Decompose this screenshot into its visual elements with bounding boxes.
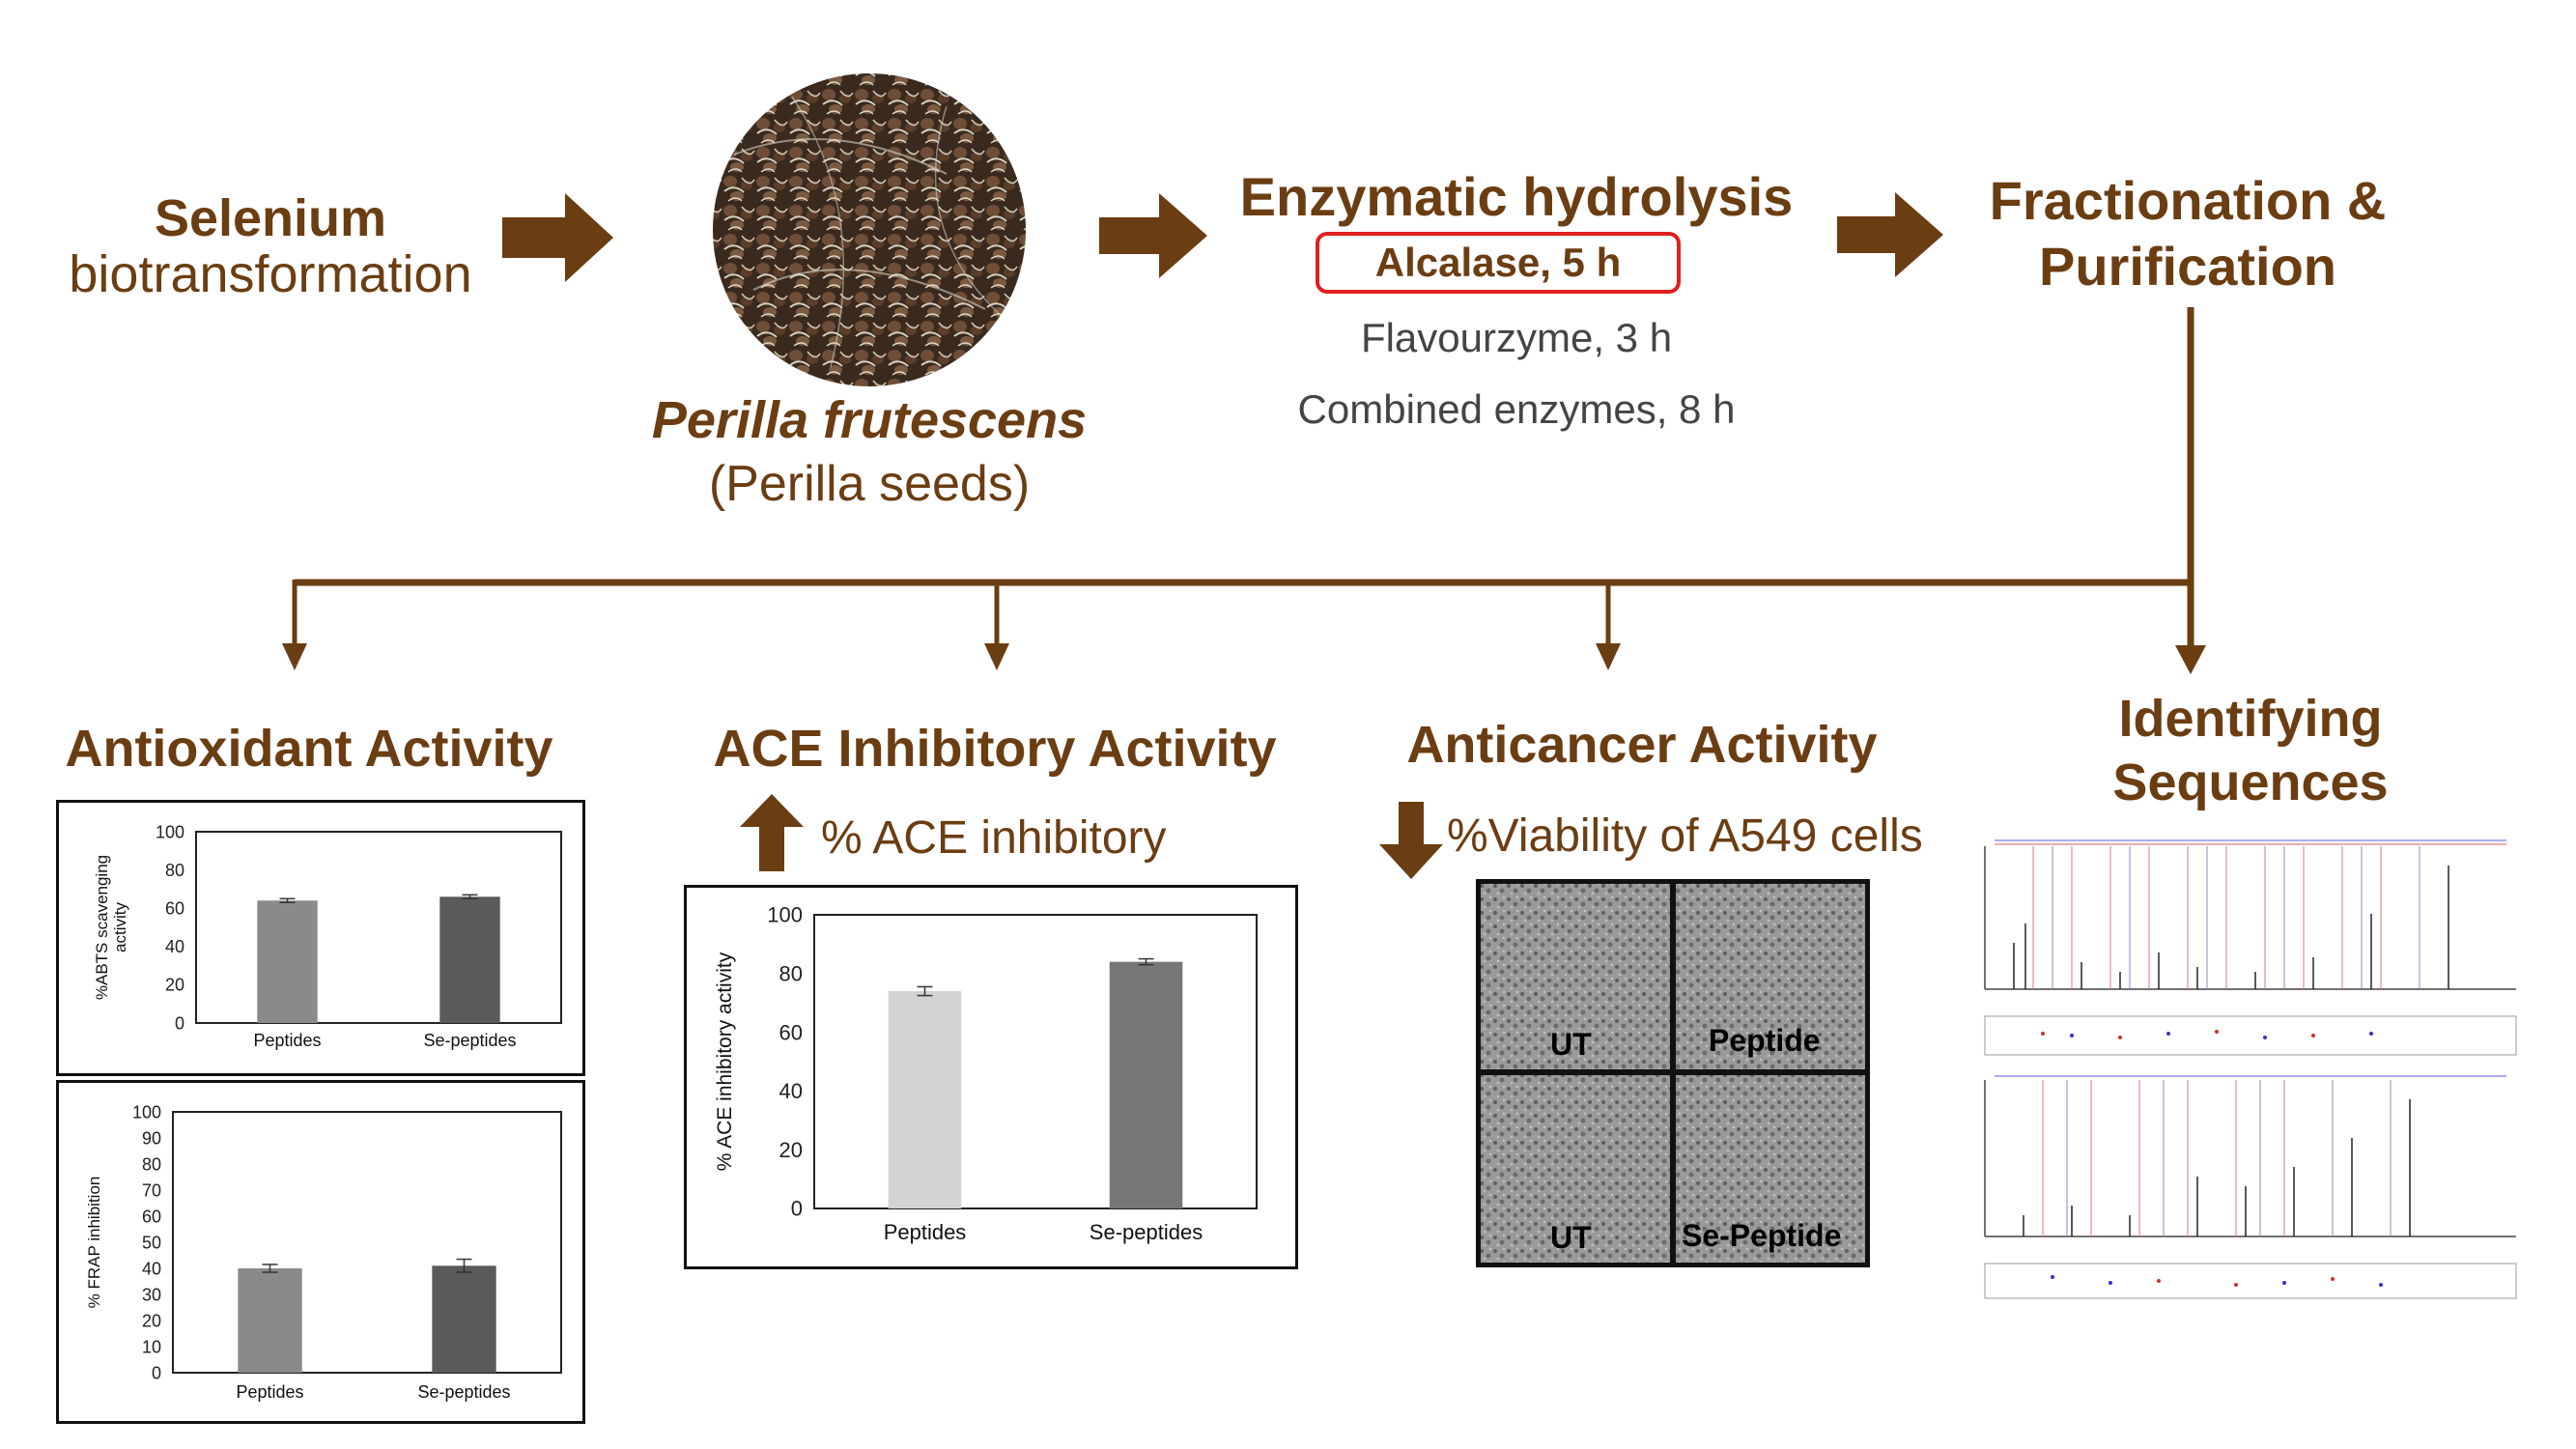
micrograph-ut-top: [1481, 884, 1670, 1069]
spectrum-1: [1984, 839, 2517, 1056]
y-tick-label: 10: [142, 1337, 161, 1356]
y-axis-label: % ACE inhibitory activity: [714, 952, 736, 1171]
error-bar: [917, 985, 933, 997]
error-bar: [462, 894, 478, 900]
ace-heading: ACE Inhibitory Activity: [713, 720, 1277, 778]
block-arrow-2: [1099, 193, 1207, 278]
anticancer-subtitle: %Viability of A549 cells: [1447, 810, 1923, 862]
mass-spectra: [1984, 839, 2517, 1299]
bar-peptides: [257, 900, 318, 1023]
y-tick-label: 20: [779, 1138, 803, 1162]
y-tick-label: 80: [779, 962, 803, 986]
y-tick-label: 90: [142, 1128, 161, 1148]
error-bar: [1138, 957, 1154, 966]
ace-subtitle: % ACE inhibitory: [821, 812, 1167, 864]
category-label: Peptides: [236, 1382, 303, 1402]
drop-arrowhead-1: [282, 643, 307, 670]
block-arrow-3: [1837, 192, 1943, 277]
biotransformation-label: biotransformation: [69, 245, 472, 303]
purification-label: Purification: [2038, 236, 2337, 297]
fractionation-label: Fractionation &: [1989, 170, 2387, 231]
y-tick-label: 0: [791, 1197, 803, 1221]
category-label: Se-peptides: [1090, 1220, 1203, 1244]
y-tick-label: 30: [142, 1285, 161, 1304]
drop-arrowhead-2: [984, 643, 1009, 670]
micro-label-ut-1: UT: [1550, 1027, 1592, 1062]
category-label: Peptides: [884, 1220, 967, 1244]
category-label: Se-peptides: [417, 1382, 510, 1402]
bar-se-peptides: [439, 896, 500, 1023]
y-tick-label: 60: [142, 1207, 161, 1226]
y-tick-label: 20: [142, 1311, 161, 1330]
y-tick-label: 80: [142, 1154, 161, 1174]
micrograph-ut-bottom: [1481, 1075, 1670, 1263]
spectrum-2: [1984, 1075, 2517, 1299]
y-axis-label: activity: [111, 902, 129, 952]
drop-arrowhead-4: [2175, 645, 2206, 674]
plot-area: [813, 914, 1258, 1209]
y-tick-label: 0: [175, 1013, 184, 1033]
error-bar: [262, 1264, 278, 1273]
enzyme-alcalase: Alcalase, 5 h: [1374, 240, 1622, 285]
y-tick-label: 50: [142, 1233, 161, 1252]
hydrolysis-title: Enzymatic hydrolysis: [1239, 166, 1794, 227]
plot-area: [172, 1111, 562, 1374]
y-tick-label: 60: [779, 1020, 803, 1044]
plot-area: [195, 831, 562, 1024]
y-tick-label: 40: [779, 1079, 803, 1103]
micrograph-peptide: [1676, 884, 1865, 1069]
increase-arrow-icon: [740, 794, 804, 871]
y-axis-label: %ABTS scavenging: [93, 855, 111, 1000]
y-tick-label: 80: [165, 861, 184, 880]
y-tick-label: 70: [142, 1180, 161, 1200]
enzyme-combined: Combined enzymes, 8 h: [1297, 386, 1736, 432]
y-tick-label: 40: [165, 937, 184, 956]
micro-label-se-peptide: Se-Peptide: [1682, 1218, 1842, 1253]
category-label: Se-peptides: [423, 1031, 516, 1050]
microscopy-texture: [1481, 884, 1865, 1263]
antioxidant-heading: Antioxidant Activity: [65, 720, 553, 778]
drop-arrowhead-3: [1596, 643, 1621, 670]
bar-peptides: [888, 991, 962, 1208]
bar-se-peptides: [432, 1265, 496, 1373]
identifying-label: Identifying: [2118, 690, 2383, 748]
micrograph-se-peptide: [1676, 1075, 1865, 1263]
y-tick-label: 0: [152, 1363, 161, 1382]
y-tick-label: 100: [156, 822, 184, 841]
microscopy-grid: UT Peptide UT Se-Peptide: [1476, 879, 1870, 1267]
bar-peptides: [238, 1268, 302, 1373]
y-tick-label: 20: [165, 976, 184, 995]
seeds-subtitle: (Perilla seeds): [708, 456, 1031, 512]
micro-label-peptide: Peptide: [1709, 1023, 1821, 1058]
micro-label-ut-2: UT: [1550, 1220, 1592, 1255]
block-arrow-1: [502, 193, 613, 282]
selected-enzyme-highlight: Alcalase, 5 h: [1316, 232, 1681, 294]
bar-se-peptides: [1109, 961, 1183, 1208]
y-axis-label: % FRAP inhibition: [85, 1177, 103, 1309]
y-tick-label: 40: [142, 1259, 161, 1278]
y-tick-label: 100: [132, 1102, 161, 1122]
y-tick-label: 60: [165, 899, 184, 919]
species-name: Perilla frutescens: [651, 391, 1088, 449]
enzyme-flavourzyme: Flavourzyme, 3 h: [1360, 315, 1673, 360]
sequences-label: Sequences: [2112, 753, 2389, 811]
error-bar: [279, 897, 296, 904]
decrease-arrow-icon: [1379, 802, 1443, 879]
category-label: Peptides: [253, 1031, 321, 1050]
anticancer-heading: Anticancer Activity: [1406, 716, 1878, 774]
y-tick-label: 100: [767, 903, 803, 927]
error-bar: [456, 1258, 472, 1273]
selenium-label: Selenium: [154, 189, 387, 247]
